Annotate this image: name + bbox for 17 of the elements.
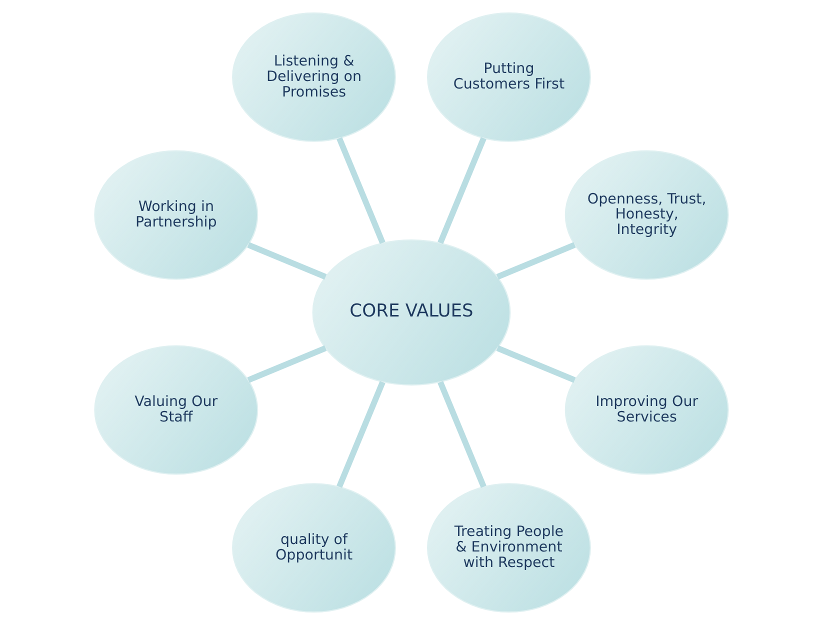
connector: [496, 242, 576, 280]
node-ellipse: Listening & Delivering on Promises: [232, 12, 396, 142]
node-ellipse: Putting Customers First: [426, 12, 591, 142]
node-ellipse: CORE VALUES: [312, 239, 511, 386]
node-ellipse: Treating People & Environment with Respect: [426, 483, 591, 613]
node-ellipse: Valuing Our Staff: [94, 345, 258, 475]
connector: [336, 137, 386, 244]
node-ellipse: quality of Opportunit: [232, 483, 396, 613]
node-ellipse: Openness, Trust, Honesty, Integrity: [564, 150, 729, 280]
connector: [247, 345, 327, 383]
node-ellipse: Working in Partnership: [94, 150, 258, 280]
connector: [496, 345, 576, 383]
connector: [336, 381, 386, 488]
connector: [438, 381, 486, 488]
node-ellipse: Improving Our Services: [564, 345, 729, 475]
connector: [438, 137, 486, 244]
connector: [247, 242, 327, 280]
